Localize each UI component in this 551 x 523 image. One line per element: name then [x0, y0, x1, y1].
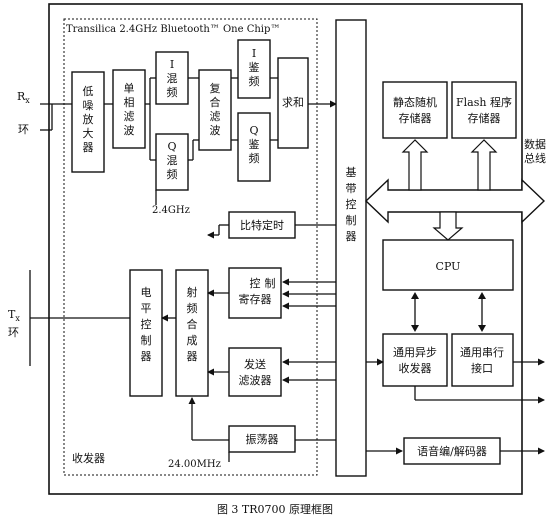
- oscillator-label: 振荡器: [246, 432, 279, 446]
- cpu-block: [382, 239, 514, 291]
- tx-antenna: Tx 环: [8, 270, 130, 366]
- sram-block: [382, 81, 448, 139]
- q-demod-block: [237, 112, 271, 182]
- rx-antenna: Rx 环: [17, 90, 72, 136]
- sum-block: [277, 57, 309, 149]
- tx-label: Tx: [8, 308, 20, 323]
- level-ctrl-block: [129, 269, 163, 397]
- peripheral-wires: [366, 292, 545, 404]
- tx-filter-block: [228, 347, 282, 397]
- q-mixer-block: [155, 133, 189, 191]
- complex-filter-label: 复合滤波: [210, 81, 221, 137]
- complex-filter-block: [198, 69, 232, 151]
- i-demod-block: [237, 39, 271, 99]
- tx-filter-label: 发送滤波器: [239, 357, 272, 387]
- osc-freq-label: 24.00MHz: [168, 459, 221, 470]
- cpu-label: CPU: [436, 260, 461, 273]
- sum-label: 求和: [282, 96, 304, 109]
- single-filter-block: [112, 69, 146, 149]
- chip-boundary: [63, 18, 318, 476]
- ctrl-reg-block: [228, 267, 282, 319]
- rx-label: Rx: [17, 90, 30, 105]
- rf-synth-label: 射频合成器: [187, 285, 198, 363]
- oscillator-block: [228, 425, 296, 453]
- chip-title: Transilica 2.4GHz Bluetooth™ One Chip™: [66, 24, 280, 35]
- sram-label: 静态随机存储器: [393, 95, 437, 125]
- outer-frame: [48, 3, 523, 495]
- single-filter-label: 单相滤波: [124, 82, 135, 137]
- serial-block: [451, 333, 514, 387]
- uart-label: 通用异步收发器: [393, 346, 437, 375]
- transceiver-label: 收发器: [72, 451, 105, 465]
- uart-block: [382, 333, 448, 387]
- figure-caption: 图 3 TR0700 原理框图: [217, 503, 333, 516]
- rf-synth-block: [175, 269, 209, 397]
- flash-label: Flash 程序存储器: [456, 95, 512, 125]
- data-bus-label: 数据总线: [524, 137, 546, 165]
- lo-freq-label: 2.4GHz: [152, 205, 190, 216]
- bit-timer-block: [228, 211, 296, 239]
- level-ctrl-label: 电平控制器: [141, 286, 152, 363]
- ctrl-reg-label: 控寄存器: [239, 276, 272, 306]
- svg-text:制: 制: [265, 277, 276, 290]
- baseband-label: 基带控制器: [346, 166, 357, 243]
- bit-timer-label: 比特定时: [240, 218, 284, 232]
- flash-block: [451, 81, 517, 139]
- sram-bus-arrow: [401, 139, 429, 191]
- lna-label: 低噪放大器: [83, 85, 94, 154]
- baseband-block: [335, 19, 367, 477]
- cpu-bus-arrow: [432, 211, 464, 241]
- flash-bus-arrow: [470, 139, 498, 191]
- tx-ring-label: 环: [8, 326, 19, 339]
- rx-ring-label: 环: [18, 123, 29, 136]
- codec-label: 语音编/解码器: [417, 444, 487, 458]
- lna-block: [71, 71, 105, 173]
- serial-label: 通用串行接口: [460, 346, 504, 375]
- rx-chain-wires: [104, 77, 337, 161]
